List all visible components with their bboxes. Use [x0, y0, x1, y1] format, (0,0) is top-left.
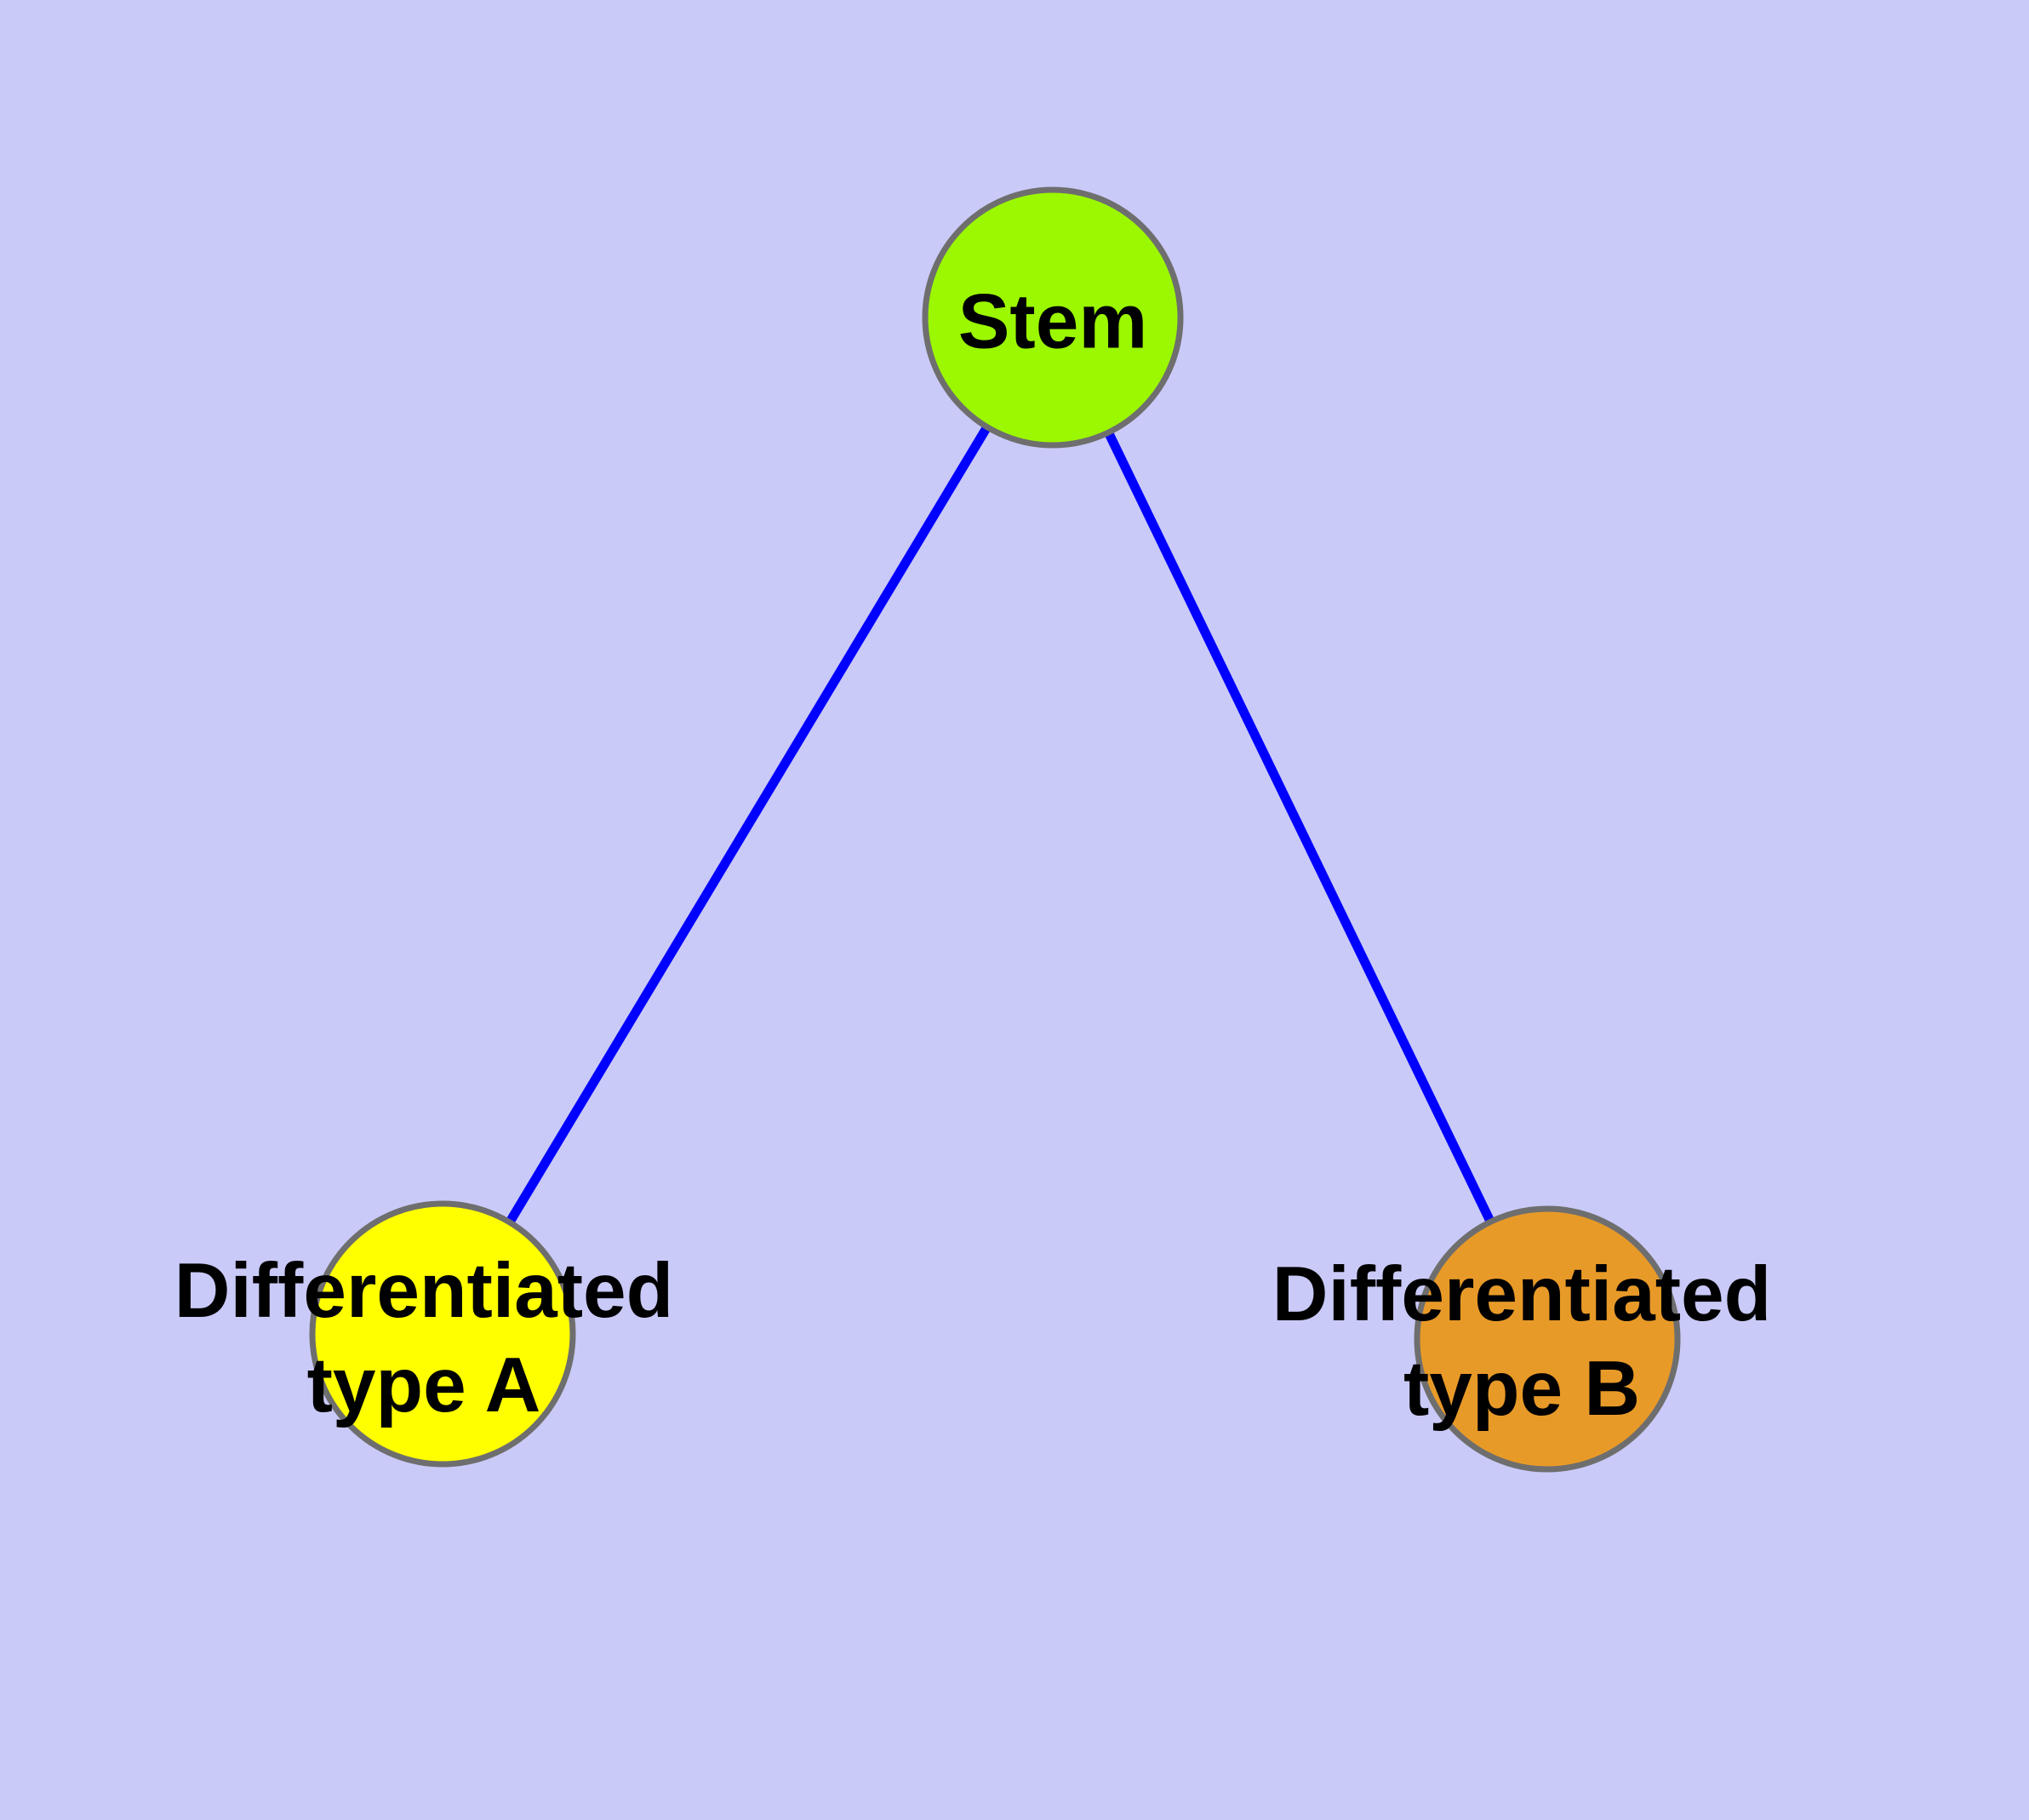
node-differentiated-type-b[interactable]	[1414, 1205, 1681, 1473]
node-differentiated-type-a[interactable]	[309, 1200, 576, 1468]
node-stem[interactable]	[922, 186, 1184, 449]
edge-stem-to-type-b	[1049, 315, 1552, 1342]
edge-stem-to-type-a	[438, 315, 1057, 1336]
